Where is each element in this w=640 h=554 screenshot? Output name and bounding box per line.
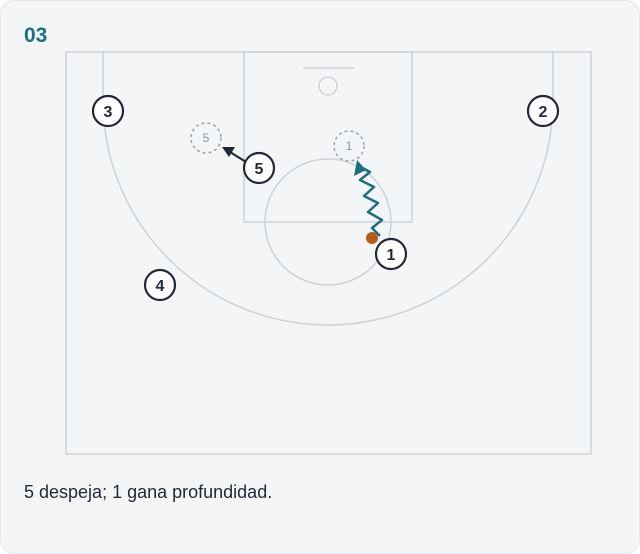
player-5[interactable]: 5 — [242, 151, 276, 185]
player-3[interactable]: 3 — [91, 94, 125, 128]
ghost-label-1: 1 — [346, 139, 353, 153]
ball-icon — [366, 232, 378, 244]
player-label-5: 5 — [255, 161, 264, 178]
player-label-1: 1 — [387, 247, 396, 264]
cut-arrow-5 — [222, 147, 247, 163]
ghost-player-5: 5 — [190, 122, 222, 154]
court-lines — [65, 51, 592, 455]
play-caption: 5 despeja; 1 gana profundidad. — [24, 482, 273, 502]
player-1[interactable]: 1 — [374, 237, 408, 271]
player-4[interactable]: 4 — [143, 268, 177, 302]
ghost-label-5: 5 — [203, 131, 210, 145]
rim — [318, 76, 338, 96]
ghost-player-1: 1 — [333, 130, 365, 162]
dribble-arrowhead-icon — [354, 160, 366, 176]
court-boundary — [65, 51, 592, 455]
free-throw-circle — [264, 158, 392, 286]
key-lane — [243, 51, 413, 223]
play-number: 03 — [24, 24, 48, 47]
player-2[interactable]: 2 — [526, 94, 560, 128]
player-label-3: 3 — [104, 104, 113, 121]
player-label-4: 4 — [156, 278, 165, 295]
three-point-line — [102, 52, 554, 326]
dribble-path-1 — [354, 160, 384, 237]
player-label-2: 2 — [539, 104, 548, 121]
arrowhead-icon — [222, 147, 235, 157]
